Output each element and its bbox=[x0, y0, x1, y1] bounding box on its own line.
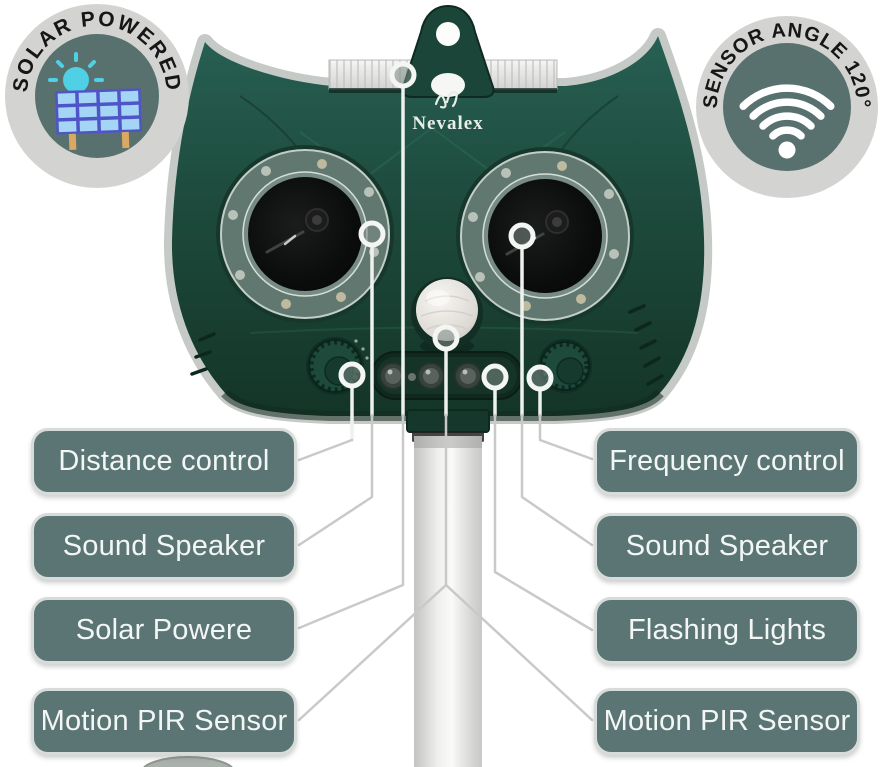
marker-left-speaker bbox=[358, 220, 386, 248]
callout-label-sound-speaker-right: Sound Speaker bbox=[594, 513, 860, 580]
callout-lines bbox=[297, 84, 594, 722]
hook-notch bbox=[431, 73, 465, 97]
right-speaker-eye bbox=[456, 147, 634, 325]
pest-repeller-device: Nevalex bbox=[163, 4, 713, 767]
marker-led-lights bbox=[481, 363, 509, 391]
callout-label-frequency-control: Frequency control bbox=[594, 428, 860, 495]
ground-stake-tip bbox=[143, 756, 233, 767]
callout-label-motion-pir-left: Motion PIR Sensor bbox=[31, 688, 297, 755]
left-speaker-eye bbox=[216, 145, 394, 323]
eye-led-dots bbox=[228, 159, 379, 309]
pir-motion-sensor-dome bbox=[411, 277, 483, 354]
callout-markers bbox=[338, 61, 554, 392]
callout-label-sound-speaker-left: Sound Speaker bbox=[31, 513, 297, 580]
marker-pir-sensor bbox=[432, 324, 460, 352]
mounting-pole bbox=[406, 409, 490, 767]
wifi-signal-icon bbox=[739, 84, 835, 159]
solar-powered-badge: SOLAR POWERED bbox=[5, 4, 189, 188]
marker-solar-panel bbox=[389, 61, 417, 89]
brand-name: Nevalex bbox=[412, 113, 483, 134]
marker-distance-knob bbox=[338, 361, 366, 389]
brand-logo: Nevalex bbox=[412, 90, 483, 134]
callout-label-motion-pir-right: Motion PIR Sensor bbox=[594, 688, 860, 755]
hanging-hook bbox=[401, 4, 495, 98]
nevalex-logo-mark-icon bbox=[434, 90, 459, 109]
solar-panel-icon bbox=[55, 88, 143, 150]
led-lenses bbox=[379, 362, 482, 390]
marker-frequency-knob bbox=[526, 364, 554, 392]
callout-label-distance-control: Distance control bbox=[31, 428, 297, 495]
callout-label-solar-powered: Solar Powere bbox=[31, 597, 297, 664]
hook-hole bbox=[436, 22, 460, 46]
marker-right-speaker bbox=[508, 222, 536, 250]
side-vent-ridges bbox=[190, 304, 664, 386]
led-flashing-lights-strip bbox=[371, 351, 523, 400]
callout-label-flashing-lights: Flashing Lights bbox=[594, 597, 860, 664]
sensor-angle-badge: SENSOR ANGLE 120° bbox=[696, 16, 878, 198]
